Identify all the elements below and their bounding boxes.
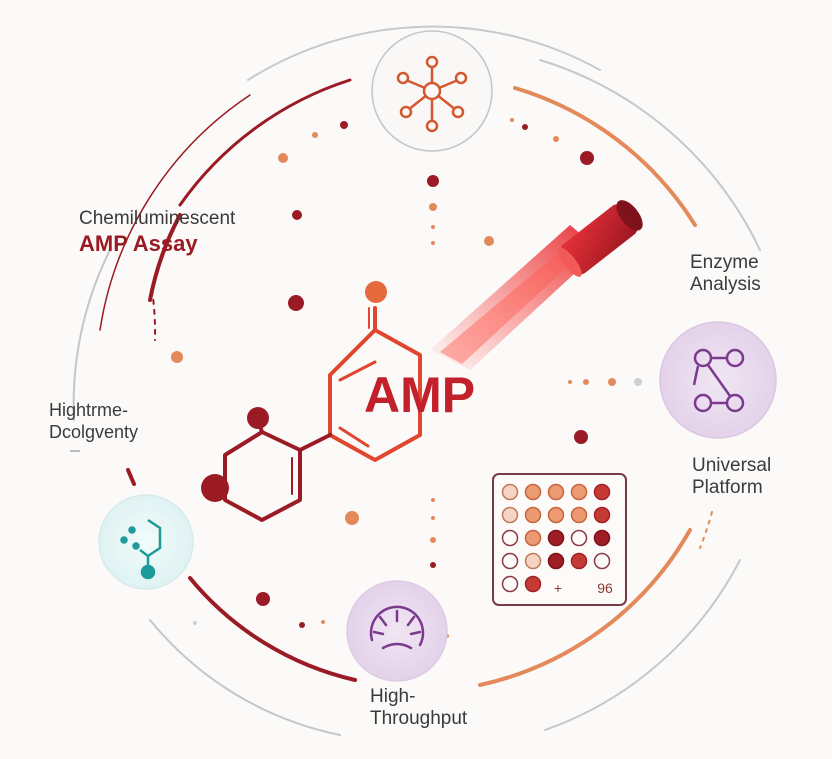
well: [547, 506, 565, 524]
label-enzyme-line-2: Analysis: [690, 274, 761, 295]
chain-link-molecule-icon: [692, 348, 745, 413]
light-source: [430, 200, 643, 370]
left-red-tick: [126, 468, 136, 486]
left-icon-badge: [98, 494, 194, 590]
label-enzyme-analysis: Enzyme Analysis: [690, 252, 761, 296]
well: [570, 552, 588, 570]
well: [570, 529, 588, 547]
arc-outer-gray: [247, 25, 601, 81]
label-enzyme-line-1: Enzyme: [690, 252, 759, 273]
arc-right-orange: [513, 86, 697, 227]
arc-left-gray: [72, 249, 111, 421]
well: [547, 529, 565, 547]
label-throughput-line-2: Throughput: [370, 708, 468, 729]
amp-atom-left: [201, 474, 229, 502]
ring-arcs: [72, 25, 761, 736]
well: [547, 483, 565, 501]
light-tube: [557, 200, 643, 277]
arc-left-dash: [151, 289, 157, 341]
radial-dial-icon: [369, 605, 425, 650]
well: [524, 552, 542, 570]
label-universal-line-2: Platform: [692, 477, 763, 498]
well: [501, 529, 519, 547]
amp-molecule: [201, 281, 422, 522]
amp-hexagon-main: [328, 328, 422, 462]
arc-right-dash: [699, 511, 713, 549]
label-hightime-underline: [70, 450, 80, 452]
label-hightime-line-2: Dcolgventy: [49, 422, 139, 442]
decor-dots: [171, 118, 642, 638]
amp-oxygen-atom: [365, 281, 387, 303]
arc-bottom-red: [188, 576, 357, 682]
arc-left-thin: [99, 94, 251, 331]
well: [593, 483, 611, 501]
title-line-1: Chemiluminescent: [79, 208, 236, 229]
well-plate-plus: +: [554, 580, 562, 596]
label-throughput-line-1: High-: [370, 686, 416, 707]
amp-atom-top: [247, 407, 269, 429]
right-icon-badge: [659, 321, 777, 439]
arc-right-gray: [539, 59, 761, 251]
well: [524, 575, 542, 593]
well: [501, 575, 519, 593]
label-universal-line-1: Universal: [692, 455, 772, 476]
well-grid: [501, 483, 611, 593]
well: [593, 529, 611, 547]
well: [570, 506, 588, 524]
arc-bottom-right-gray: [544, 559, 741, 731]
well-plate-count: 96: [597, 580, 613, 596]
well: [501, 506, 519, 524]
well: [524, 506, 542, 524]
arc-bottom-right-orange: [478, 528, 692, 687]
molecule-network-icon: [396, 55, 468, 133]
title-block: Chemiluminescent AMP Assay: [79, 208, 235, 258]
label-universal-platform: Universal Platform: [692, 455, 771, 499]
amp-hexagon-small: [223, 430, 302, 522]
well: [593, 552, 611, 570]
label-hightime: Hightrme- Dcolgventy: [49, 399, 138, 443]
well: [524, 483, 542, 501]
well: [570, 483, 588, 501]
hexagon-molecule-icon: [120, 518, 162, 580]
center-amp-label: AMP: [364, 367, 476, 423]
well: [547, 552, 565, 570]
label-hightime-line-1: Hightrme-: [49, 400, 129, 420]
well: [524, 529, 542, 547]
arc-left-red-inner: [148, 213, 182, 302]
title-line-2: AMP Assay: [79, 231, 198, 256]
well: [593, 506, 611, 524]
label-high-throughput: High- Throughput: [370, 686, 467, 730]
light-beam: [430, 225, 600, 370]
top-icon-badge: [371, 30, 493, 152]
well: [501, 552, 519, 570]
light-beam-core: [440, 236, 590, 364]
bottom-icon-badge: [346, 580, 448, 682]
well: [501, 483, 519, 501]
arc-left-dark: [178, 78, 352, 207]
arc-bottom-gray: [149, 619, 341, 736]
well-plate: + 96: [492, 473, 627, 606]
